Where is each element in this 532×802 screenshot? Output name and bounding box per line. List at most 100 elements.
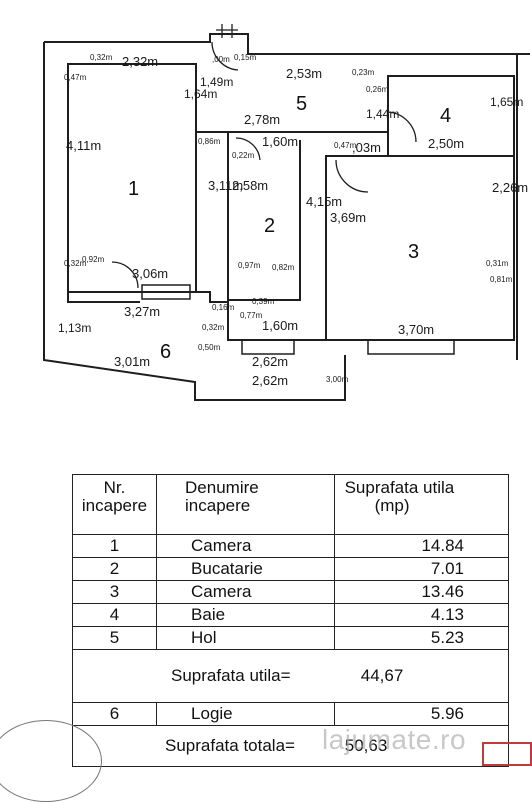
table-row: 5 Hol 5.23 [71, 626, 510, 650]
room-number: 1 [71, 534, 158, 558]
outer-wall-top [44, 33, 530, 55]
dim: 0,22m [232, 151, 255, 160]
dim: 3,27m [124, 304, 160, 319]
total-label: Suprafata totala= [165, 736, 295, 755]
floor-plan: 1 2 3 4 5 6 2,32m 0,32m 0,47m ,00m 0,15m… [43, 24, 530, 401]
total-cell: Suprafata totala= 50,63 [72, 725, 509, 767]
room-num-1: 1 [128, 178, 139, 200]
table-row: 2 Bucatarie 7.01 [71, 557, 510, 581]
subtotal-cell: Suprafata utila= 44,67 [72, 649, 509, 703]
total-row: Suprafata totala= 50,63 [72, 725, 509, 767]
dim: ,03m [352, 140, 381, 155]
dim: 2,58m [232, 178, 268, 193]
total-value: 50,63 [344, 736, 388, 755]
dim: 0,32m [90, 53, 113, 62]
dim: 0,32m [202, 323, 225, 332]
room-number: 5 [71, 626, 158, 650]
header-text: Suprafata utila [344, 478, 455, 497]
dim: 1,60m [262, 318, 298, 333]
dim: 3,00m [326, 375, 349, 384]
table-row: 6 Logie 5.96 [71, 702, 510, 726]
header-text: incapere [81, 496, 148, 515]
window-room-1 [141, 284, 191, 300]
dim: 1,65m [490, 95, 523, 109]
dim: 2,26m [492, 180, 528, 195]
dim: 4,11m [66, 138, 101, 153]
stamp-seal [0, 720, 102, 802]
outer-wall-left-bottom [43, 42, 346, 401]
dim: 1,49m [200, 75, 233, 89]
room-name: Hol [156, 626, 335, 650]
room-area: 5.23 [333, 626, 510, 650]
header-room-name: Denumire incapere [156, 474, 335, 535]
dim: 0,81m [490, 275, 513, 284]
table-row: 4 Baie 4.13 [71, 603, 510, 627]
room-area: 4.13 [333, 603, 510, 627]
dim: 0,26m [366, 85, 389, 94]
subtotal-value: 44,67 [360, 666, 404, 685]
header-room-number: Nr. incapere [71, 474, 158, 535]
dim: 0,82m [272, 263, 295, 272]
door-room-1 [111, 261, 139, 289]
room-name: Camera [156, 534, 335, 558]
header-area: Suprafata utila (mp) [333, 474, 510, 535]
room-1-outline [67, 63, 197, 293]
dim: 2,62m [252, 373, 288, 388]
room-name: Bucatarie [156, 557, 335, 581]
room-area-table: Nr. incapere Denumire incapere Suprafata… [71, 474, 510, 767]
room-name: Logie [156, 702, 335, 726]
room-num-4: 4 [440, 105, 451, 127]
subtotal-row: Suprafata utila= 44,67 [72, 649, 509, 703]
dim: 2,32m [122, 54, 158, 69]
room-num-2: 2 [264, 215, 275, 237]
room-num-5: 5 [296, 93, 307, 115]
subtotal-label: Suprafata utila= [171, 666, 291, 685]
dim: 0,15m [234, 53, 257, 62]
red-stamp-mark [482, 742, 532, 766]
room-name: Baie [156, 603, 335, 627]
dim: 0,77m [240, 311, 263, 320]
dim: 3,01m [114, 354, 150, 369]
door-entrance [211, 41, 239, 71]
room-number: 2 [71, 557, 158, 581]
dim: 1,64m [184, 87, 217, 101]
hall-wall [195, 64, 388, 133]
dim: 1,44m [366, 107, 399, 121]
dim: 0,31m [486, 259, 509, 268]
room-area: 7.01 [333, 557, 510, 581]
entrance-icon [216, 24, 238, 38]
dim: 0,16m [212, 303, 235, 312]
room-area: 5.96 [333, 702, 510, 726]
room-number: 6 [71, 702, 158, 726]
room-num-3: 3 [408, 241, 419, 263]
dim: 2,62m [252, 354, 288, 369]
table-header-row: Nr. incapere Denumire incapere Suprafata… [71, 474, 510, 535]
dim: ,00m [212, 55, 230, 64]
dim: 0,92m [82, 255, 105, 264]
dim: 0,50m [198, 343, 221, 352]
dim: 2,53m [286, 66, 322, 81]
window-room-3 [367, 339, 455, 355]
header-text: (mp) [374, 496, 410, 515]
dim: 4,15m [306, 194, 342, 209]
dim: 3,70m [398, 322, 434, 337]
room-name: Camera [156, 580, 335, 604]
door-room-4 [387, 111, 417, 143]
dim: 0,86m [198, 137, 221, 146]
door-room-2 [235, 137, 261, 161]
dim: 1,13m [58, 321, 91, 335]
table-row: 3 Camera 13.46 [71, 580, 510, 604]
room-area: 14.84 [333, 534, 510, 558]
dim: 1,60m [262, 134, 298, 149]
dim: 3,69m [330, 210, 366, 225]
dim: 0,32m [64, 259, 87, 268]
room-num-6: 6 [160, 341, 171, 363]
dim: 0,47m [64, 73, 87, 82]
room-number: 4 [71, 603, 158, 627]
dim: 2,50m [428, 136, 464, 151]
dim: 3,11m [208, 178, 243, 193]
dim: 0,23m [352, 68, 375, 77]
room-area: 13.46 [333, 580, 510, 604]
dim: 0,47m [334, 141, 357, 150]
room-2-outline [227, 132, 301, 301]
